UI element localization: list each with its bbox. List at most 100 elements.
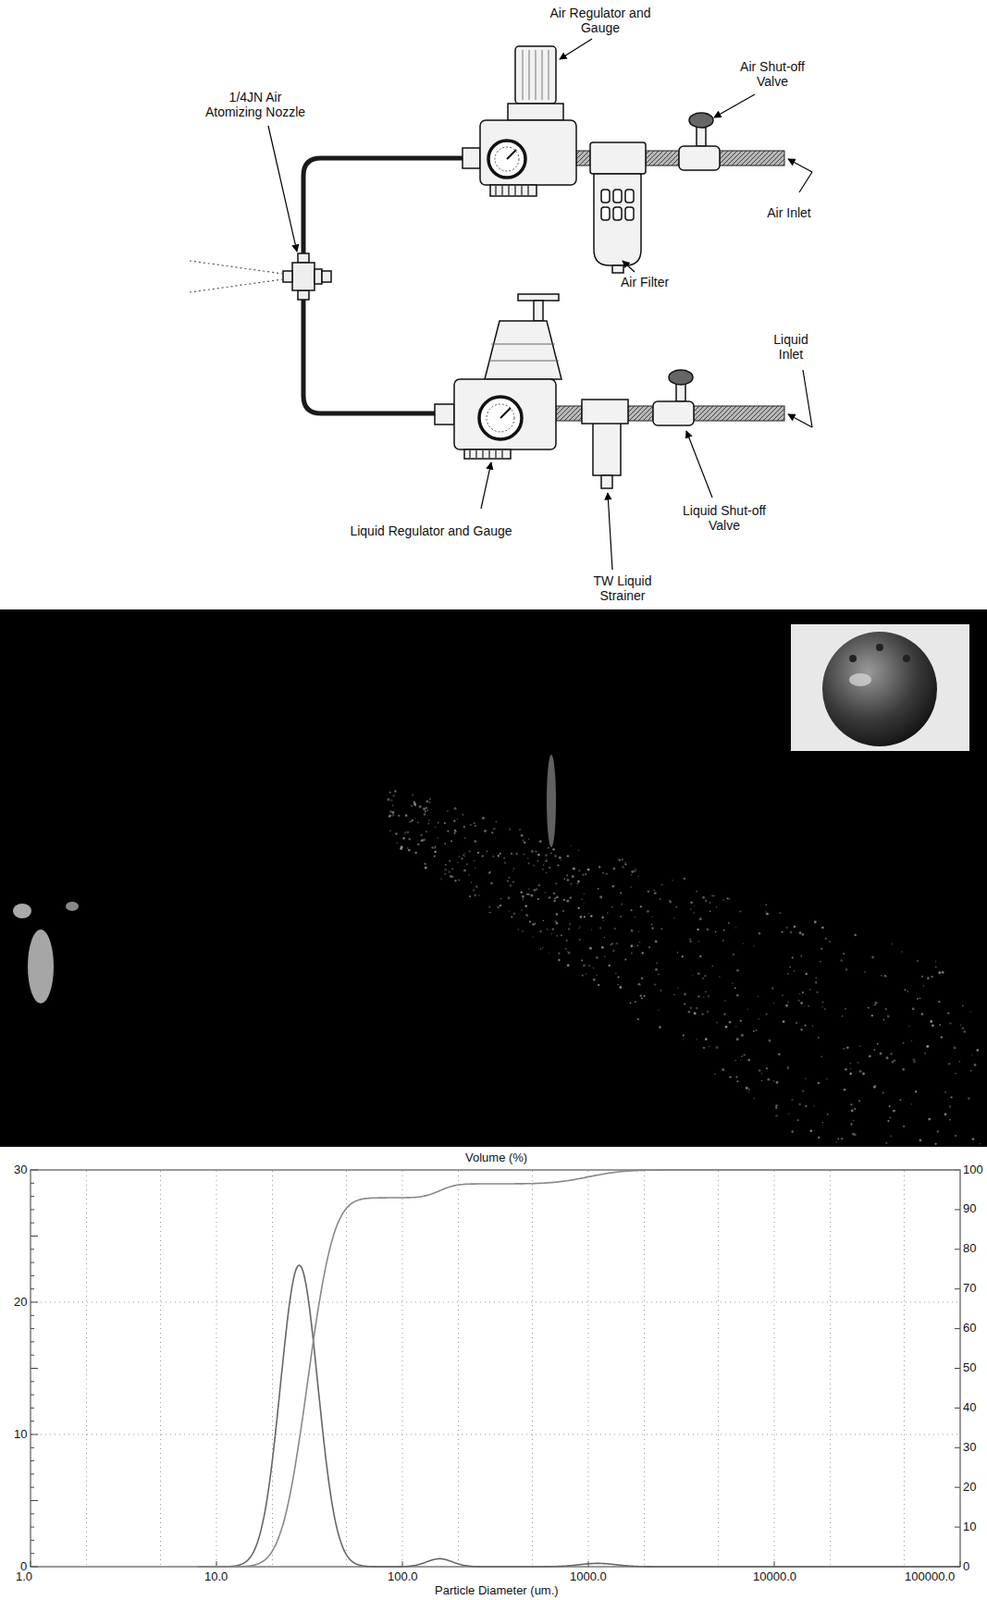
spray-droplets	[457, 879, 460, 882]
spray-droplets	[944, 1091, 947, 1094]
spray-droplets	[657, 1009, 659, 1011]
spray-droplets	[640, 984, 642, 986]
spray-droplets	[648, 946, 651, 949]
spray-droplets	[542, 863, 544, 865]
spray-droplets	[673, 994, 675, 996]
spray-droplets	[462, 814, 465, 816]
spray-droplets	[546, 928, 549, 931]
spray-droplets	[587, 868, 591, 872]
spray-droplets	[859, 1045, 862, 1048]
air-filter	[601, 207, 610, 221]
spray-droplets	[821, 926, 825, 930]
spray-droplets	[512, 881, 515, 884]
spray-droplets	[735, 1025, 737, 1027]
spray-droplets	[407, 830, 410, 834]
spray-droplets	[791, 957, 794, 960]
spray-droplets	[630, 945, 634, 949]
spray-droplets	[566, 900, 569, 903]
spray-droplets	[727, 898, 730, 901]
spray-droplets	[421, 838, 425, 842]
tick-label: 10	[962, 1520, 976, 1535]
spray-droplets	[735, 926, 737, 928]
tick-label: 30	[13, 1163, 27, 1178]
spray-droplets	[619, 915, 622, 918]
leader-line	[481, 462, 492, 509]
spray-droplets	[444, 842, 446, 845]
spray-droplets	[815, 977, 817, 979]
spray-droplets	[845, 968, 848, 971]
spray-droplets	[949, 1105, 951, 1108]
spray-droplets	[579, 938, 581, 941]
spray-droplets	[555, 896, 558, 899]
leader-line	[607, 493, 613, 570]
spray-droplets	[512, 870, 514, 872]
spray-droplets	[492, 855, 494, 858]
spray-droplets	[539, 839, 543, 843]
spray-droplets	[947, 1098, 949, 1100]
spray-droplets	[408, 838, 412, 841]
spray-droplets	[661, 928, 664, 931]
spray-droplets	[858, 1100, 861, 1103]
spray-droplets	[711, 895, 714, 898]
liquid-shutoff-valve	[668, 370, 693, 385]
spray-droplets	[495, 821, 498, 824]
tick-label: 1000.0	[569, 1570, 607, 1585]
liquid-regulator	[469, 450, 503, 458]
spray-droplets	[454, 807, 457, 811]
spray-droplets	[825, 937, 827, 940]
spray-droplets	[544, 854, 548, 858]
spray-droplets	[581, 974, 584, 977]
spray-droplets	[901, 1068, 904, 1071]
spray-droplets	[637, 930, 640, 933]
spray-droplets	[689, 938, 691, 941]
spray-droplets	[705, 928, 709, 932]
spray-droplets	[814, 981, 817, 984]
liquid-regulator	[484, 320, 562, 380]
spray-droplets	[937, 1000, 940, 1003]
spray-droplets	[463, 852, 465, 854]
spray-droplets	[390, 799, 393, 802]
spray-droplets	[899, 1098, 901, 1101]
spray-droplets	[539, 930, 543, 934]
tick-label: 60	[962, 1321, 976, 1336]
spray-droplets	[604, 937, 605, 938]
spray-droplets	[859, 1070, 863, 1074]
spray-droplets	[446, 830, 449, 833]
spray-droplets	[522, 853, 525, 856]
air-shutoff-valve	[689, 112, 714, 128]
spray-droplets	[800, 955, 802, 958]
spray-droplets	[822, 1122, 825, 1124]
air-filter	[590, 142, 646, 273]
spray-droplets	[793, 925, 796, 928]
spray-droplets	[918, 1139, 922, 1143]
liquid-regulator	[434, 294, 562, 459]
spray-droplets	[579, 925, 580, 927]
spray-droplets	[507, 897, 511, 901]
spray-droplets	[520, 891, 523, 894]
spray-droplets	[458, 855, 460, 857]
spray-droplets	[389, 830, 392, 833]
spray-droplets	[714, 1073, 716, 1076]
spray-droplets	[814, 1105, 816, 1108]
spray-droplets	[927, 1118, 931, 1122]
air-filter	[625, 189, 634, 203]
spray-droplets	[868, 1055, 872, 1059]
spray-droplets	[603, 920, 605, 923]
spray-droplets	[436, 837, 439, 839]
spray-droplets	[912, 1008, 915, 1012]
spray-droplets	[793, 970, 796, 973]
spray-droplets	[540, 948, 543, 950]
part-label: TW Liquid Strainer	[571, 573, 674, 604]
spray-droplets	[538, 884, 542, 888]
air-regulator	[507, 103, 564, 121]
spray-droplets	[581, 874, 584, 876]
spray-droplets	[521, 839, 525, 843]
spray-droplets	[611, 943, 614, 946]
spray-droplets	[580, 899, 582, 901]
spray-droplets	[747, 1091, 750, 1094]
spray-droplets	[504, 862, 506, 864]
spray-droplets	[889, 1135, 892, 1138]
spray-droplets	[531, 923, 534, 926]
spray-droplets	[509, 884, 513, 888]
spray-droplets	[873, 1048, 876, 1051]
